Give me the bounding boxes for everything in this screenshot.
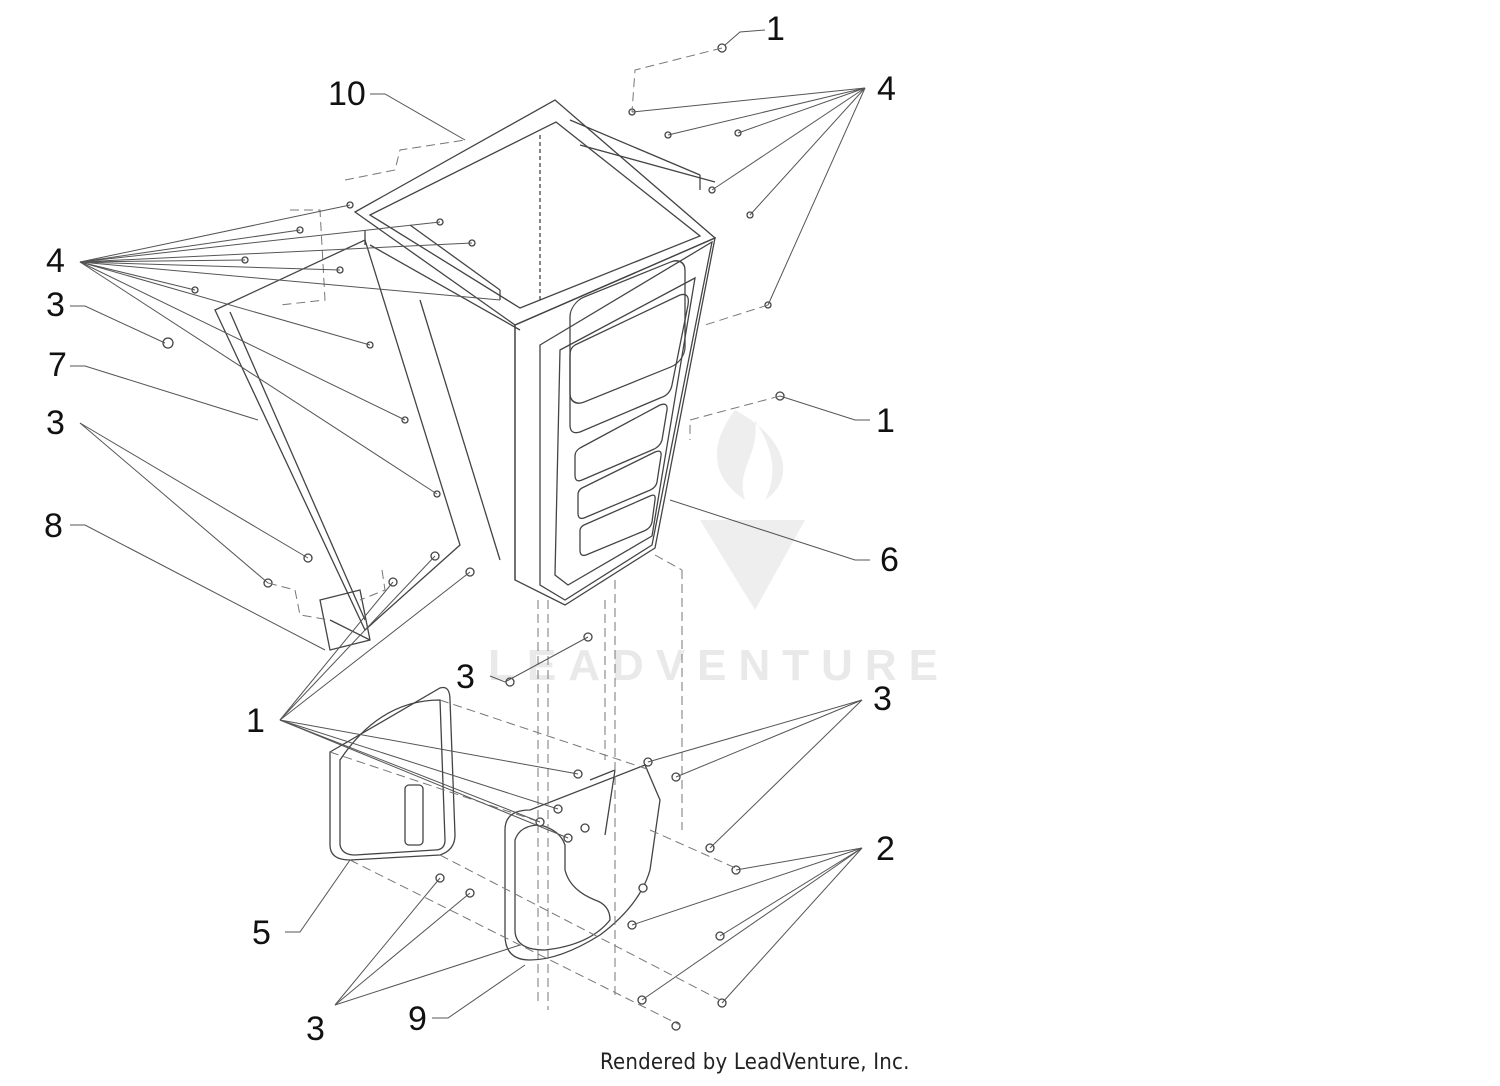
callout-9: 9 <box>408 1000 427 1038</box>
part-7-side-panel <box>214 239 501 651</box>
watermark-text: LEADVENTURE <box>488 641 950 690</box>
callout-5: 5 <box>252 914 271 952</box>
leadventure-watermark: LEADVENTURE <box>488 410 950 690</box>
callout-4-topright: 4 <box>877 70 896 108</box>
part-9-chute <box>504 764 661 961</box>
assembly-dash-lines <box>267 47 781 1026</box>
callout-3-bottom: 3 <box>306 1010 325 1048</box>
hardware-fasteners <box>162 43 785 1031</box>
render-credit: Rendered by LeadVenture, Inc. <box>600 1050 910 1075</box>
v-logo-icon <box>700 520 805 610</box>
callout-1-mid: 1 <box>876 402 895 440</box>
flame-icon <box>716 410 784 500</box>
callout-1-top: 1 <box>766 10 785 48</box>
callout-2: 2 <box>876 830 895 868</box>
callout-3-b: 3 <box>46 404 65 442</box>
callout-labels: 1 4 10 4 3 7 3 1 8 6 3 1 3 2 5 3 9 <box>44 10 899 1048</box>
callout-7: 7 <box>48 346 67 384</box>
callout-4-left: 4 <box>46 242 65 280</box>
callout-1-low: 1 <box>246 702 265 740</box>
callout-8: 8 <box>44 507 63 545</box>
callout-10: 10 <box>328 75 366 113</box>
callout-3-a: 3 <box>46 286 65 324</box>
callout-3-right: 3 <box>873 680 892 718</box>
part-6-front-panel <box>514 236 716 606</box>
callout-6: 6 <box>880 541 899 579</box>
parts-linework <box>162 43 785 1031</box>
leader-lines <box>70 29 870 1019</box>
callout-3-center: 3 <box>456 658 475 696</box>
part-5-side-shield <box>329 686 456 861</box>
